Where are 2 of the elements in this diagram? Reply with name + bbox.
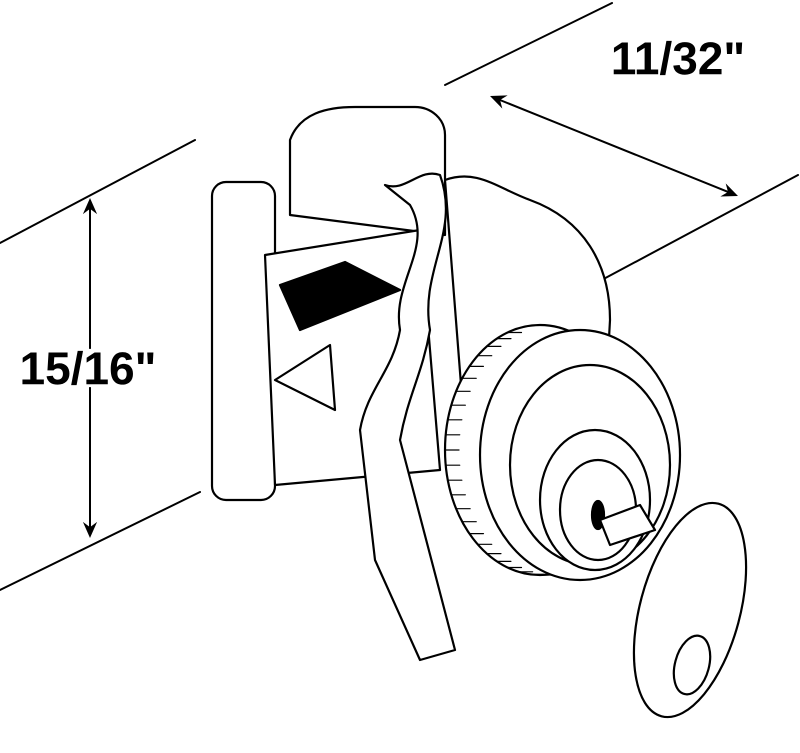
- dimension-label: 15/16": [18, 348, 158, 388]
- dimension-label: 11/32": [608, 38, 748, 78]
